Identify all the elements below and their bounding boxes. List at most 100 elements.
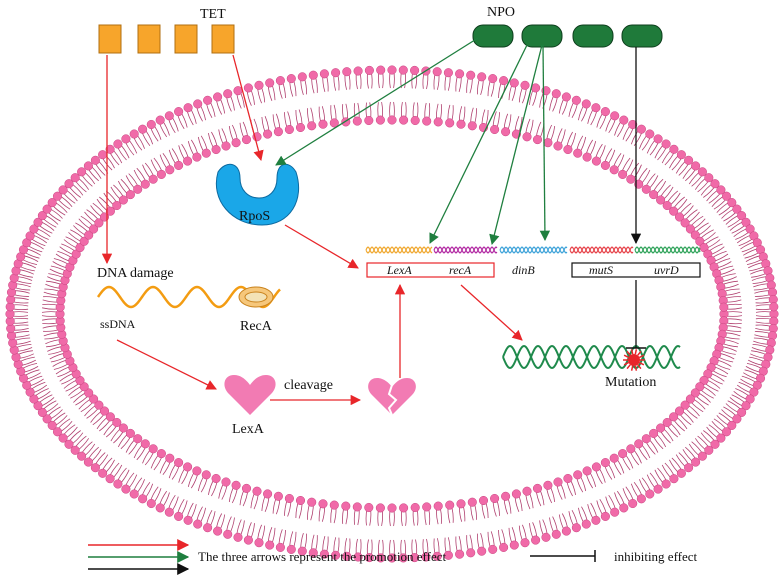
- lipid-head: [641, 184, 651, 194]
- npo-pill: [472, 24, 514, 48]
- lipid-head: [697, 451, 707, 461]
- lipid-head: [174, 458, 184, 468]
- lipid-head: [342, 551, 352, 561]
- lipid-head: [501, 491, 511, 501]
- lipid-head: [561, 526, 571, 536]
- arrow-npo-to-reca-strand: [489, 44, 543, 246]
- lipid-head: [636, 124, 646, 134]
- lipid-head: [318, 119, 328, 129]
- lipid-head: [690, 230, 700, 240]
- lipid-head: [113, 139, 123, 149]
- lipid-head: [531, 535, 541, 545]
- lipid-head: [499, 76, 509, 86]
- lipid-head: [273, 127, 283, 137]
- lexa-reca-box: [366, 262, 495, 278]
- lipid-head: [352, 502, 362, 512]
- lipid-head: [105, 144, 115, 154]
- lipid-head: [662, 200, 672, 211]
- lipid-head: [477, 72, 487, 82]
- lipid-head: [47, 420, 57, 430]
- cleavage-label: cleavage: [284, 378, 333, 393]
- npo-group: NPO: [472, 5, 663, 48]
- lipid-head: [732, 414, 742, 424]
- gene-strands: [365, 246, 701, 254]
- lipid-head: [319, 549, 329, 559]
- lipid-head: [563, 144, 573, 155]
- lipid-head: [653, 484, 663, 494]
- lipid-head: [466, 70, 476, 80]
- lipid-head: [77, 451, 87, 461]
- lipid-head: [183, 515, 193, 525]
- lipid-head: [661, 139, 671, 149]
- lipid-head: [84, 230, 94, 240]
- lipid-head: [133, 434, 143, 444]
- red-arrows: [101, 54, 523, 406]
- lipid-head: [155, 115, 165, 125]
- lipid-head: [64, 179, 74, 189]
- lipid-head: [275, 542, 285, 552]
- lipid-head: [33, 217, 43, 227]
- lipid-head: [364, 65, 374, 75]
- tet-square: [98, 24, 122, 54]
- lipid-head: [90, 463, 100, 473]
- lipid-head: [331, 68, 341, 78]
- lipid-head: [90, 155, 100, 165]
- lipid-head: [84, 388, 94, 398]
- lipid-head: [669, 144, 679, 154]
- lipid-head: [398, 553, 408, 563]
- lipid-head: [721, 191, 732, 201]
- arrow-npo-to-rpos: [275, 37, 479, 166]
- lexa-heart: [224, 375, 276, 415]
- lipid-head: [164, 507, 174, 517]
- ssdna-label: ssDNA: [100, 317, 136, 331]
- lipid-head: [125, 190, 135, 200]
- lipid-head: [609, 165, 619, 175]
- lipid-head: [308, 70, 318, 80]
- lipid-head: [522, 486, 532, 496]
- lipid-head: [719, 302, 729, 312]
- lipid-head: [364, 502, 374, 513]
- strand-dinb: [499, 246, 568, 254]
- lipid-head: [387, 553, 397, 563]
- lipid-head: [129, 129, 139, 139]
- lipid-head: [284, 124, 294, 135]
- lipid-head: [656, 195, 666, 205]
- lipid-head: [456, 499, 466, 509]
- lipid-head: [113, 479, 123, 489]
- lipid-head: [628, 498, 638, 509]
- lipid-head: [105, 206, 115, 216]
- npo-pill: [521, 24, 563, 48]
- lipid-head: [25, 231, 35, 241]
- lipid-head: [183, 156, 193, 166]
- lipid-head: [284, 493, 294, 504]
- lipid-head: [488, 74, 498, 84]
- lipid-head: [490, 124, 500, 135]
- npo-pill: [621, 24, 663, 48]
- arrow-rpos-to-genes: [284, 224, 359, 269]
- lipid-head: [275, 76, 285, 86]
- lipid-head: [432, 551, 442, 561]
- lipid-head: [634, 439, 644, 449]
- lipid-head: [125, 428, 135, 438]
- lipid-head: [543, 138, 553, 148]
- lipid-head: [745, 224, 755, 234]
- lipid-head: [105, 474, 115, 484]
- lipid-head: [98, 468, 108, 478]
- lipid-head: [685, 224, 695, 234]
- lipid-head: [690, 388, 700, 398]
- lipid-head: [704, 445, 714, 455]
- lipid-head: [522, 132, 532, 142]
- lipid-head: [286, 74, 296, 84]
- lipid-head: [716, 185, 726, 195]
- lipid-head: [165, 165, 175, 175]
- lipid-head: [52, 191, 63, 201]
- lipid-head: [231, 480, 241, 490]
- lipid-head: [29, 224, 39, 234]
- lipid-head: [233, 86, 243, 96]
- lipid-head: [591, 515, 601, 525]
- lipid-head: [600, 160, 610, 170]
- lipid-head: [329, 118, 339, 128]
- lipid-head: [600, 458, 610, 468]
- lipid-head: [410, 65, 420, 75]
